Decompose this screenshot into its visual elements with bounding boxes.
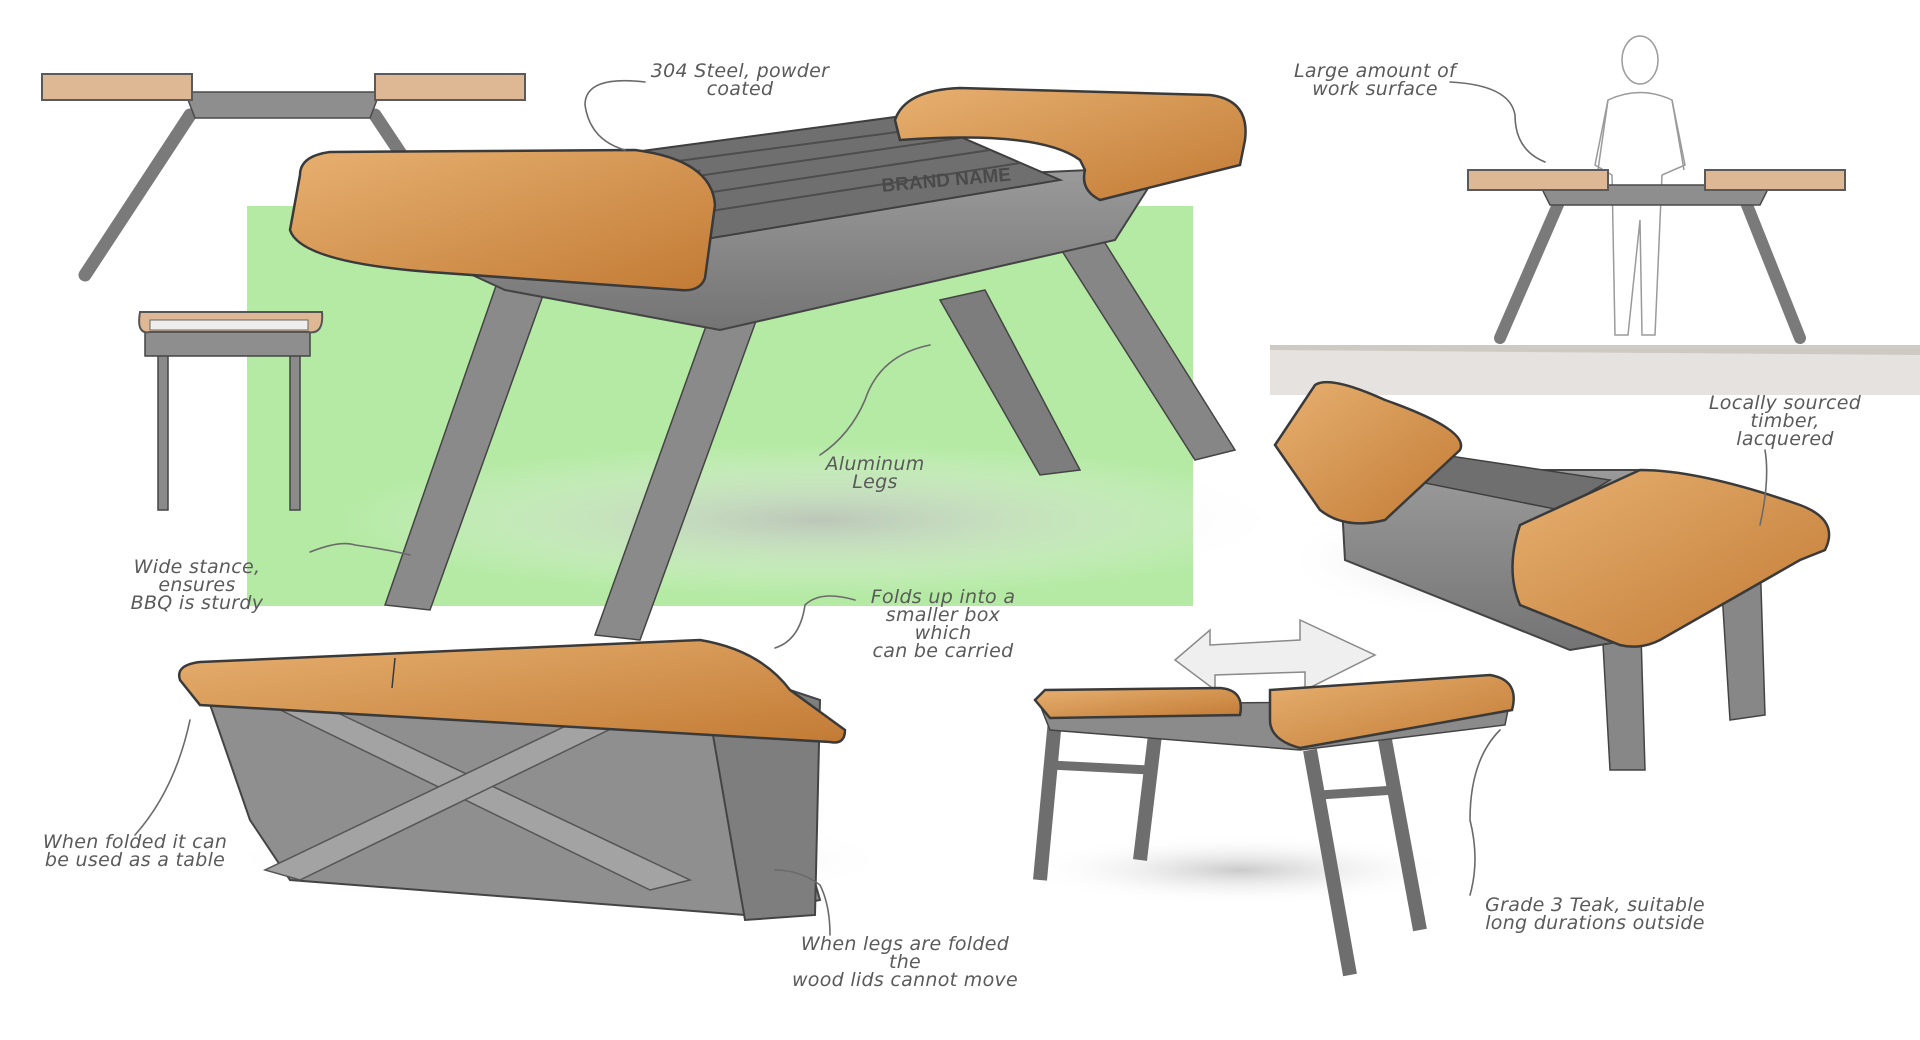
main-bbq-render xyxy=(288,86,1300,641)
annotation-wide-stance: Wide stance, ensures BBQ is sturdy xyxy=(130,556,264,614)
double-arrow-icon xyxy=(1173,618,1377,692)
annotation-aluminum-legs: Aluminum Legs xyxy=(825,453,925,493)
side-elevation-sketch xyxy=(138,311,324,511)
annotation-steel: 304 Steel, powder coated xyxy=(650,60,830,100)
annotation-timber: Locally sourced timber, lacquered xyxy=(1708,392,1862,450)
annotation-teak: Grade 3 Teak, suitable long durations ou… xyxy=(1485,894,1705,934)
annotation-folded-table: When folded it can be used as a table xyxy=(42,831,228,871)
annotation-work-surface: Large amount of work surface xyxy=(1294,60,1456,100)
front-elevation-sketch xyxy=(41,73,526,282)
open-lid-perspective-render xyxy=(1273,380,1831,771)
folded-box-render xyxy=(177,638,900,922)
annotation-folds-up: Folds up into a smaller box which can be… xyxy=(870,586,1016,662)
scale-with-person-sketch xyxy=(1270,35,1920,395)
annotation-legs-folded: When legs are folded the wood lids canno… xyxy=(791,933,1019,991)
leader-lines xyxy=(134,79,1768,936)
sliding-lid-perspective-render xyxy=(1020,618,1515,977)
